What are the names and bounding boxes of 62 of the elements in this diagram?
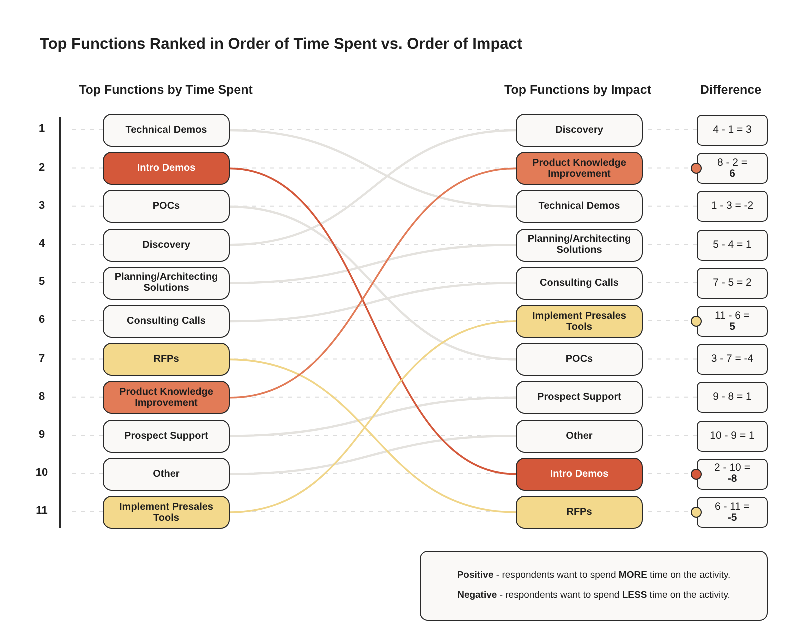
rank-number: 6 bbox=[38, 314, 46, 326]
difference-box: 8 - 2 = 6 bbox=[697, 153, 768, 184]
note-text: Negative - respondents want to spend LESS time on the activity. bbox=[458, 589, 730, 603]
difference-box: 10 - 9 = 1 bbox=[697, 420, 768, 452]
function-box: RFPs bbox=[103, 343, 230, 376]
function-box: Planning/Architecting Solutions bbox=[103, 266, 230, 300]
function-box: Implement Presales Tools bbox=[103, 496, 230, 529]
connector-line bbox=[230, 396, 516, 438]
chart-title: Top Functions Ranked in Order of Time Spent vs. Order of Impact bbox=[40, 36, 523, 54]
difference-box: 7 - 5 = 2 bbox=[697, 268, 768, 299]
difference-box: 3 - 7 = -4 bbox=[697, 344, 768, 376]
function-box: Prospect Support bbox=[103, 420, 230, 453]
rank-number: 10 bbox=[36, 467, 48, 480]
function-box: Intro Demos bbox=[516, 458, 643, 491]
rank-number: 3 bbox=[38, 200, 46, 212]
connector-line bbox=[230, 168, 516, 399]
connector-line bbox=[230, 129, 516, 246]
connector-line bbox=[230, 206, 516, 361]
rank-number: 7 bbox=[38, 352, 46, 365]
function-box: Prospect Support bbox=[516, 381, 643, 414]
difference-box: 9 - 8 = 1 bbox=[697, 382, 768, 414]
difference-box: 11 - 6 = 5 bbox=[697, 306, 768, 337]
difference-box: 2 - 10 = -8 bbox=[697, 458, 768, 490]
difference-box: 5 - 4 = 1 bbox=[697, 230, 768, 261]
rank-number: 8 bbox=[38, 390, 46, 403]
function-box: Product Knowledge Improvement bbox=[103, 381, 230, 414]
column-heading: Top Functions by Impact bbox=[504, 82, 652, 96]
function-box: Intro Demos bbox=[103, 152, 230, 186]
function-box: POCs bbox=[516, 343, 643, 376]
rank-number: 5 bbox=[38, 276, 46, 288]
function-box: Implement Presales Tools bbox=[516, 305, 643, 338]
column-heading: Difference bbox=[700, 82, 762, 96]
function-box: Discovery bbox=[103, 228, 230, 262]
function-box: Consulting Calls bbox=[516, 266, 643, 300]
function-box: Product Knowledge Improvement bbox=[516, 152, 643, 186]
connector-line bbox=[230, 358, 516, 514]
difference-box: 4 - 1 = 3 bbox=[697, 115, 768, 146]
column-heading: Top Functions by Time Spent bbox=[79, 82, 253, 96]
difference-box: 1 - 3 = -2 bbox=[697, 191, 768, 222]
function-box: POCs bbox=[103, 190, 230, 224]
function-box: Technical Demos bbox=[103, 114, 230, 147]
note-box bbox=[420, 551, 768, 621]
connector-line bbox=[230, 129, 516, 208]
rank-number: 2 bbox=[38, 162, 46, 174]
connector-line bbox=[230, 168, 516, 476]
function-box: Technical Demos bbox=[516, 190, 643, 224]
function-box: Discovery bbox=[516, 114, 643, 147]
connector-line bbox=[230, 282, 516, 323]
difference-box: 6 - 11 = -5 bbox=[697, 497, 768, 528]
note-text: Positive - respondents want to spend MORE time on the activity. bbox=[457, 569, 731, 583]
rank-number: 1 bbox=[38, 123, 46, 136]
function-box: Consulting Calls bbox=[103, 305, 230, 338]
rank-number: 11 bbox=[36, 505, 48, 518]
rank-number: 4 bbox=[38, 238, 46, 250]
function-box: Other bbox=[103, 458, 230, 491]
function-box: Other bbox=[516, 420, 643, 453]
function-box: Planning/Architecting Solutions bbox=[516, 228, 643, 262]
connector-line bbox=[230, 320, 516, 514]
connector-line bbox=[230, 244, 516, 284]
connector-line bbox=[230, 435, 516, 476]
rank-number: 9 bbox=[38, 429, 46, 441]
function-box: RFPs bbox=[516, 496, 643, 529]
